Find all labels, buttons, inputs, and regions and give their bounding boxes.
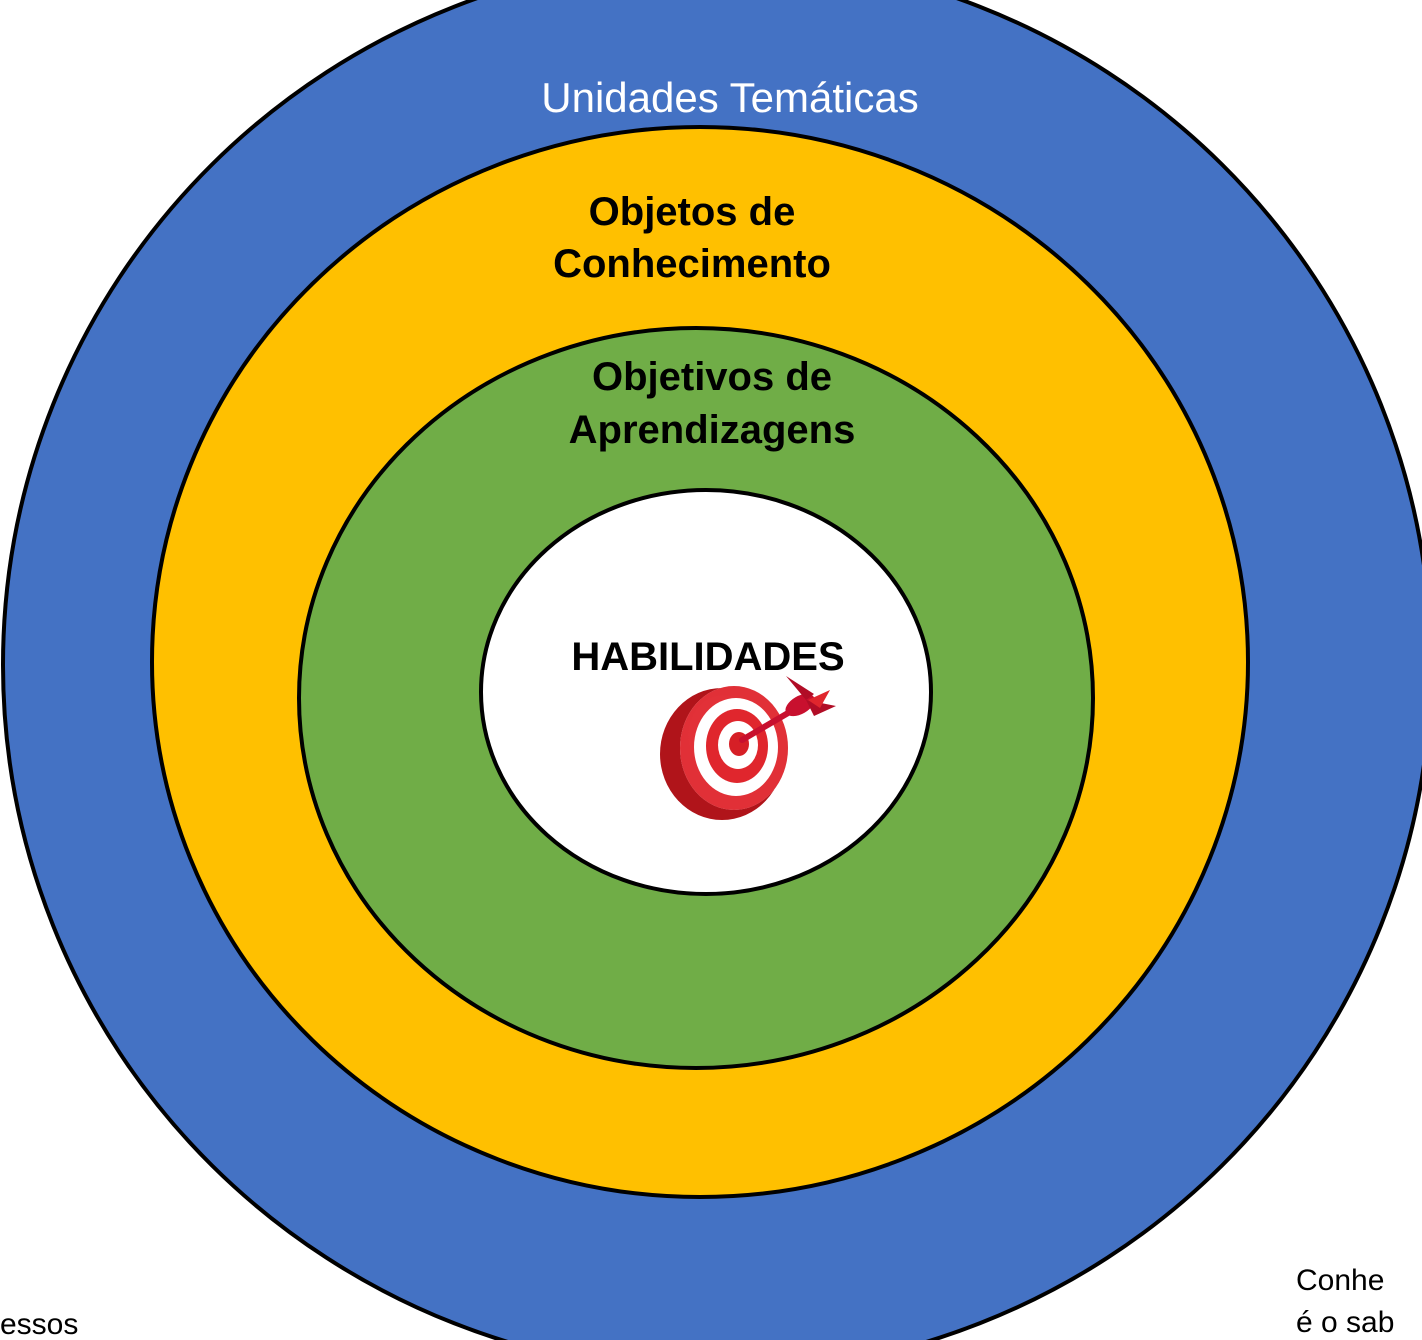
dart-target-icon [660,676,836,820]
second-ring-label-line1: Objetos de [589,190,796,234]
center-label: HABILIDADES [571,635,844,679]
right-edge-text-line1: Conhe [1296,1264,1385,1297]
right-edge-text-line2: é o sab [1296,1306,1395,1339]
second-ring-label-line2: Conhecimento [553,242,831,286]
third-ring-label-line1: Objetivos de [592,355,832,399]
outer-ring-label: Unidades Temáticas [541,74,918,121]
third-ring-label-line2: Aprendizagens [569,408,856,452]
left-edge-text: essos [0,1308,79,1340]
